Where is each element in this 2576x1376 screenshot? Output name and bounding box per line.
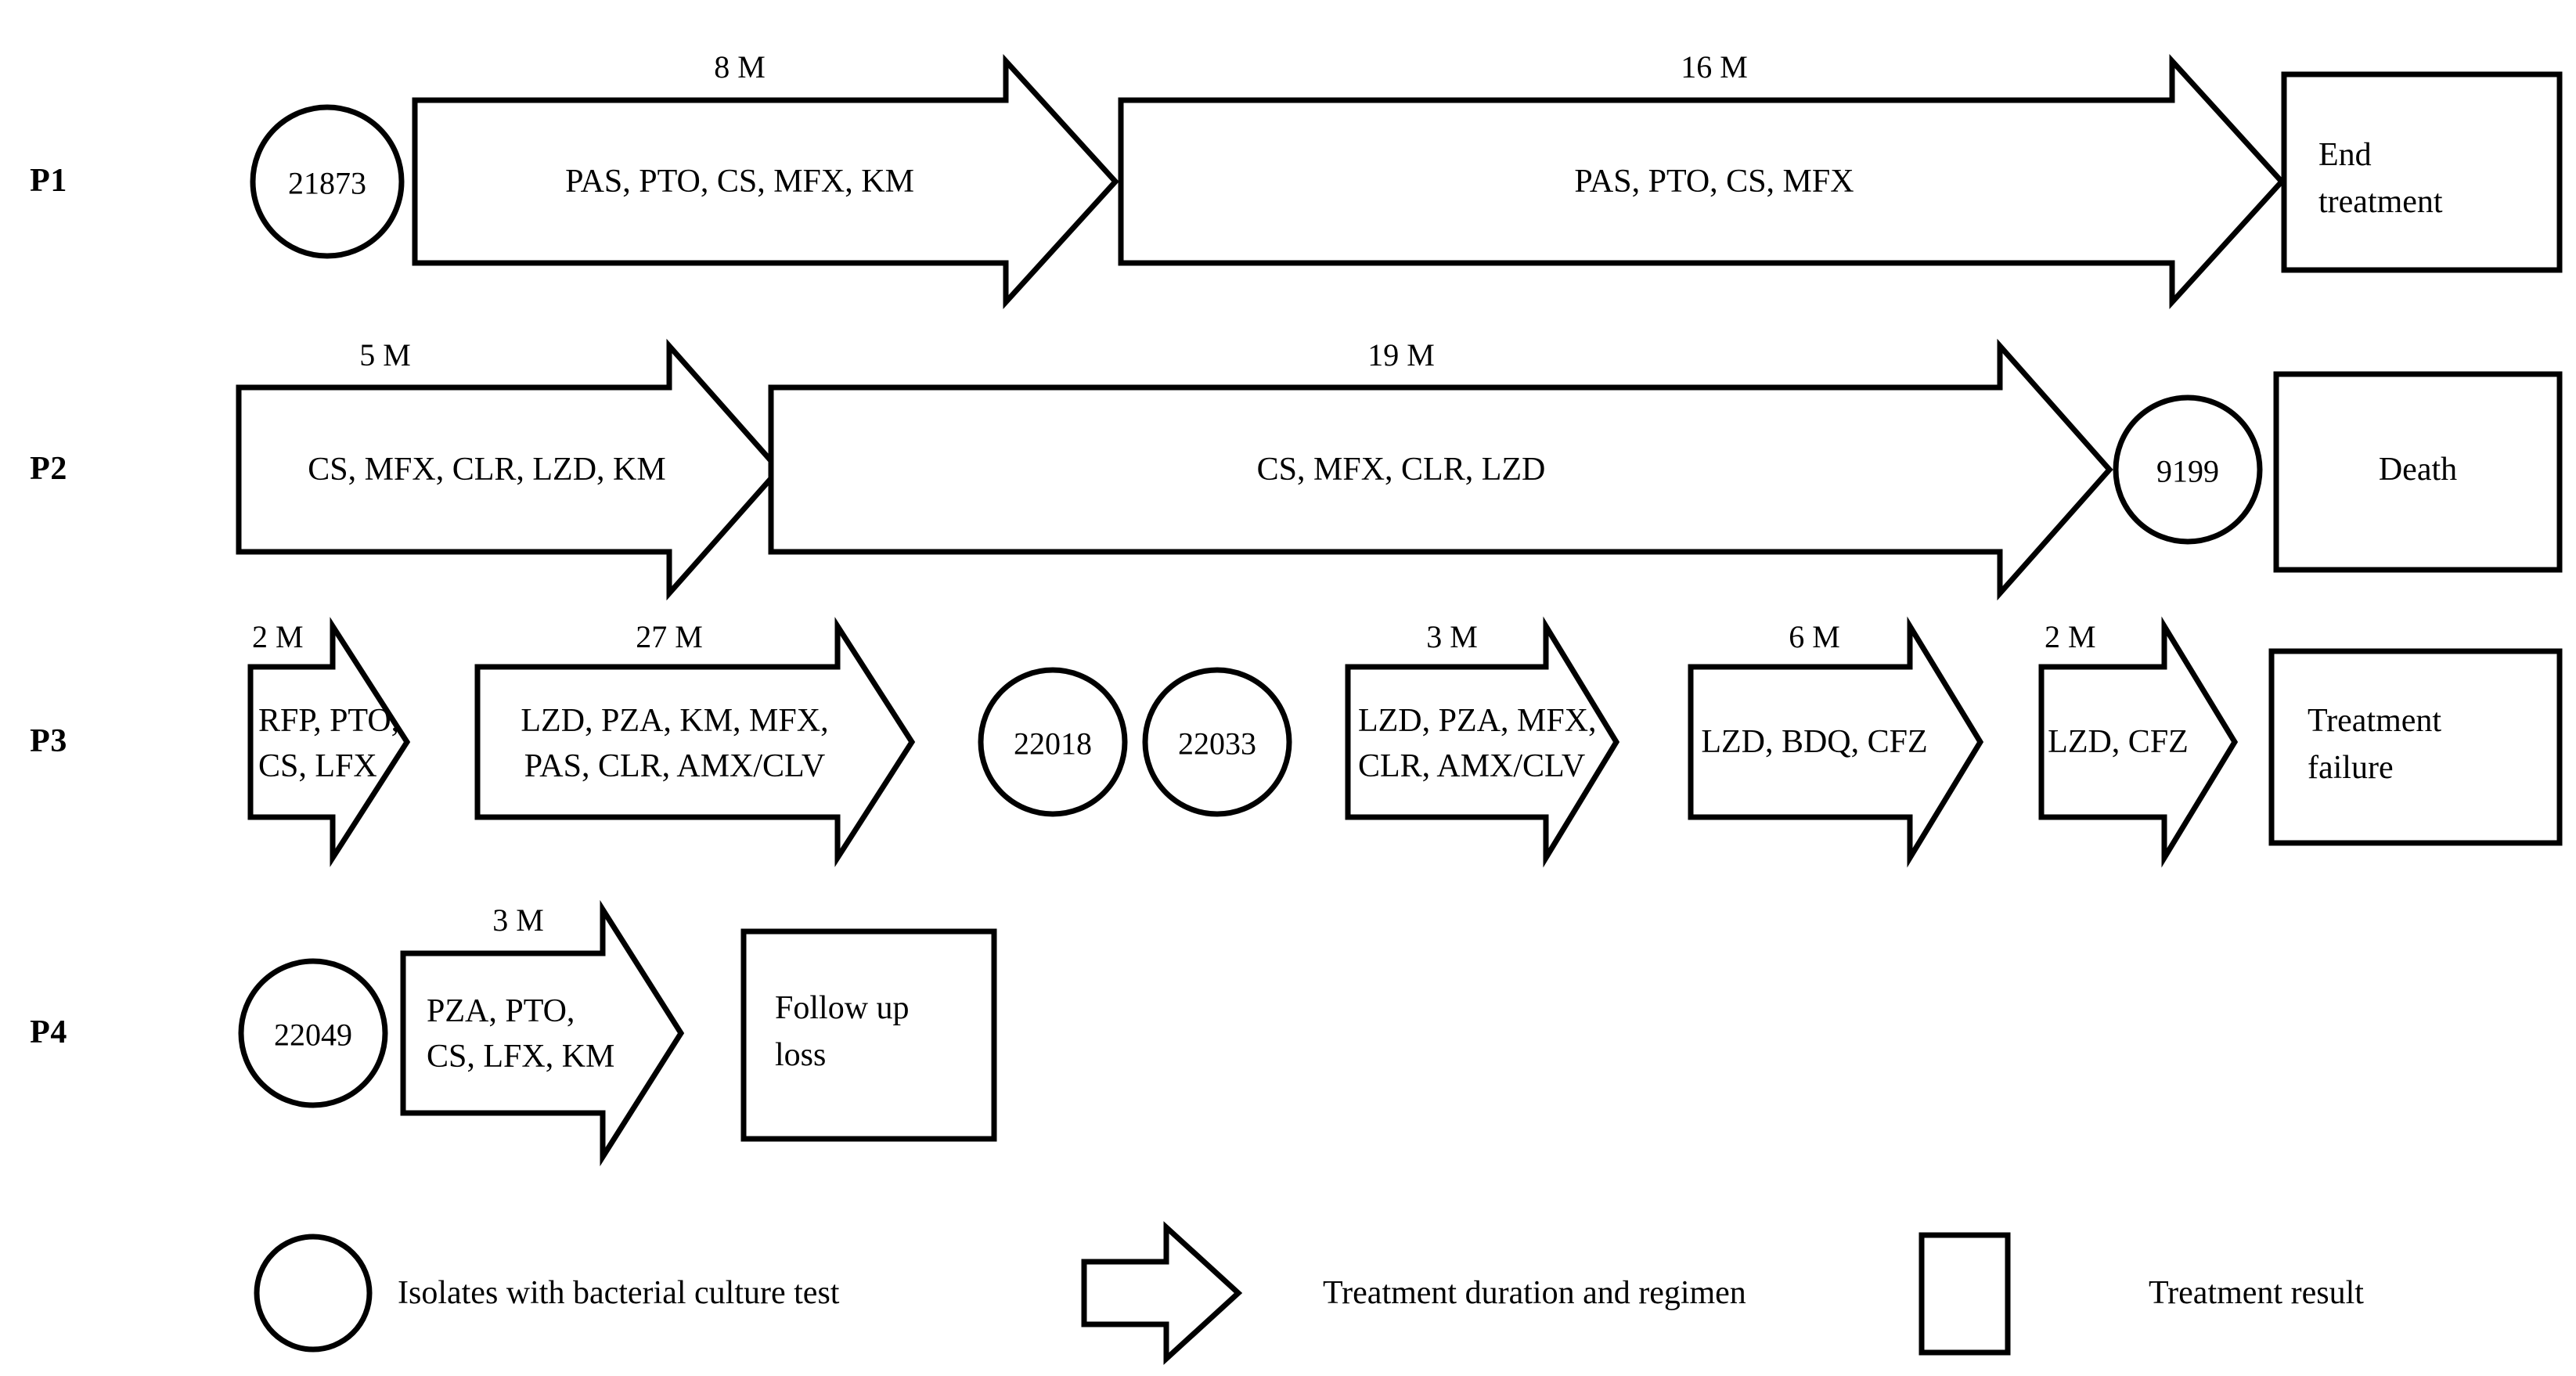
p3-arrow-27m-shape <box>474 617 916 867</box>
p3-circle-22033-shape <box>1142 667 1292 817</box>
p3-arrow-6m-shape <box>1688 616 1984 868</box>
p1-box-end-treatment-shape <box>2281 71 2563 273</box>
p3-circle-22018-text: 22018 <box>1014 726 1092 762</box>
p2-arrow-5m-shape <box>236 338 783 601</box>
p3-arrow-2m-b-shape <box>2038 616 2239 868</box>
p2-arrow-19m-duration: 19 M <box>1367 337 1435 373</box>
p3-arrow-3m-regimen-line2: CLR, AMX/CLV <box>1358 748 1586 784</box>
p1-box-end-treatment-line2: treatment <box>2318 184 2443 220</box>
p1-arrow-8m-shape <box>412 53 1119 310</box>
p4-circle-22049-text: 22049 <box>274 1017 352 1053</box>
p4-box-follow-up-loss-line2: loss <box>775 1037 827 1073</box>
p1-circle-21873-text: 21873 <box>288 165 366 201</box>
p3-arrow-6m-duration: 6 M <box>1789 619 1840 654</box>
p3-arrow-3m-duration: 3 M <box>1426 619 1478 654</box>
legend-box-shape <box>1918 1232 2011 1356</box>
p2-box-death-shape <box>2273 371 2563 573</box>
p1-arrow-16m-shape <box>1118 53 2286 310</box>
p3-arrow-3m-regimen-line1: LZD, PZA, MFX, <box>1358 703 1597 739</box>
p2-arrow-5m-regimen: CS, MFX, CLR, LZD, KM <box>308 452 666 488</box>
p3-box-treatment-failure-line1: Treatment <box>2308 703 2442 739</box>
p1-arrow-16m-duration: 16 M <box>1681 49 1748 85</box>
row-label-p2: P2 <box>30 451 67 488</box>
legend-label-treatment-result: Treatment result <box>2149 1275 2364 1311</box>
p4-box-follow-up-loss-line1: Follow up <box>775 990 910 1026</box>
p3-arrow-27m-regimen-line2: PAS, CLR, AMX/CLV <box>524 748 826 784</box>
p3-circle-22018-shape <box>978 667 1128 817</box>
p3-arrow-2m-regimen-line1: RFP, PTO, <box>258 703 400 739</box>
p3-arrow-27m-duration: 27 M <box>636 619 703 654</box>
p3-arrow-2m-b-regimen: LZD, CFZ <box>2048 724 2189 761</box>
p4-box-follow-up-loss-shape <box>740 928 997 1142</box>
p3-arrow-3m-shape <box>1345 616 1620 868</box>
p4-arrow-3m-shape <box>400 899 685 1167</box>
p2-arrow-19m-regimen: CS, MFX, CLR, LZD <box>1256 452 1546 488</box>
p4-arrow-3m-regimen-line1: PZA, PTO, <box>427 993 575 1029</box>
p3-arrow-2m-b-duration: 2 M <box>2045 619 2096 654</box>
p3-circle-22033-text: 22033 <box>1178 726 1256 762</box>
p2-arrow-5m-duration: 5 M <box>359 337 411 373</box>
p3-arrow-2m-duration: 2 M <box>252 619 304 654</box>
p4-arrow-3m-duration: 3 M <box>492 902 544 938</box>
p2-circle-9199-shape <box>2113 394 2263 545</box>
row-label-p4: P4 <box>30 1014 67 1051</box>
p2-circle-9199-text: 9199 <box>2156 453 2219 489</box>
legend-label-isolates: Isolates with bacterial culture test <box>398 1275 840 1311</box>
p4-circle-22049-shape <box>238 958 388 1108</box>
p1-arrow-8m-duration: 8 M <box>714 49 766 85</box>
p4-arrow-3m-regimen-line2: CS, LFX, KM <box>427 1039 615 1075</box>
p2-box-death-line1: Death <box>2378 452 2458 488</box>
p1-arrow-16m-regimen: PAS, PTO, CS, MFX <box>1574 164 1854 200</box>
p3-box-treatment-failure-line2: failure <box>2308 750 2394 786</box>
p3-arrow-2m-regimen-line2: CS, LFX <box>258 748 377 784</box>
p3-arrow-6m-regimen: LZD, BDQ, CFZ <box>1701 724 1928 761</box>
legend-label-treatment-duration: Treatment duration and regimen <box>1323 1275 1746 1311</box>
p1-box-end-treatment-line1: End <box>2318 137 2372 173</box>
p2-arrow-19m-shape <box>768 338 2113 601</box>
p3-arrow-2m-shape <box>247 617 411 867</box>
p1-circle-21873-shape <box>250 104 405 259</box>
row-label-p3: P3 <box>30 723 67 760</box>
p3-box-treatment-failure-shape <box>2268 648 2563 846</box>
p3-arrow-27m-regimen-line1: LZD, PZA, KM, MFX, <box>521 703 829 739</box>
row-label-p1: P1 <box>30 163 67 200</box>
legend-circle-shape <box>254 1234 373 1353</box>
legend-arrow-shape <box>1081 1221 1243 1365</box>
p1-arrow-8m-regimen: PAS, PTO, CS, MFX, KM <box>565 164 914 200</box>
